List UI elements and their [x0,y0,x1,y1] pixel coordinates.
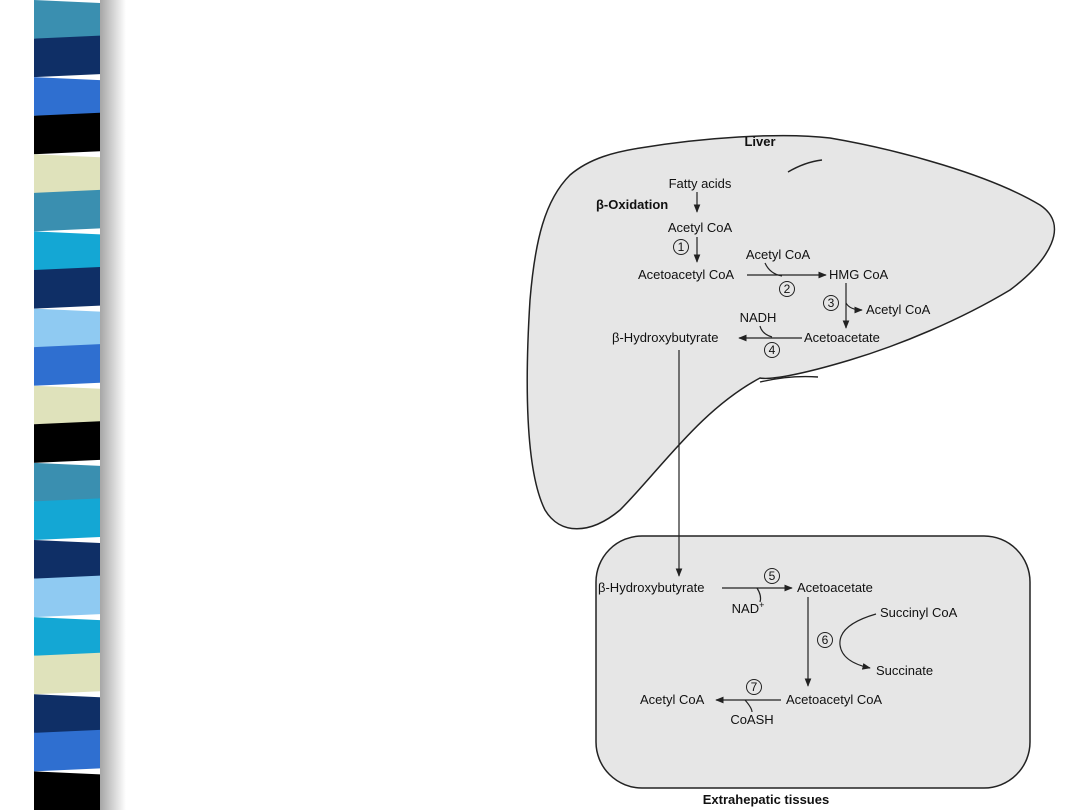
nad-label: NAD+ [732,600,765,616]
acetyl-coa-label-tissue: Acetyl CoA [640,692,705,707]
stripe-segment [34,540,100,582]
step-2-badge [779,281,795,297]
liver-shape [526,134,1056,530]
extrahepatic-title: Extrahepatic tissues [703,792,829,807]
stripe-segment [34,267,100,309]
stripe-segment [34,652,100,695]
stripe-segment [34,694,100,736]
liver-title: Liver [744,134,775,149]
stripe-segment [34,385,100,428]
stripe-segment [34,617,100,659]
step-6-badge [817,632,833,648]
stripe-segment [34,344,100,386]
stripe-segment [34,771,100,810]
stripe-segment [34,498,100,540]
stripe-segment [34,77,100,119]
beta-oxidation-label: β-Oxidation [596,197,668,212]
step-4-badge [764,342,780,358]
stripe-segment [34,35,100,78]
stripe-segment [34,729,100,772]
step-5-number: 5 [769,569,776,583]
stripe-segment [34,308,100,351]
stripe-segment [34,462,100,505]
step-7-badge [746,679,762,695]
step-7-number: 7 [751,680,758,694]
extrahepatic-box [595,535,1031,789]
stripe-segment [34,112,100,155]
succinate-label: Succinate [876,663,933,678]
step-2-number: 2 [784,282,791,296]
stripe-segment [34,421,100,463]
step-5-badge [764,568,780,584]
succinyl-coa-label: Succinyl CoA [880,605,958,620]
step-4-number: 4 [769,343,776,357]
stripe-segment [34,575,100,618]
hydroxybutyrate-label-liver: β-Hydroxybutyrate [612,330,718,345]
step-6-number: 6 [822,633,829,647]
acetoacetyl-coa-label-tissue: Acetoacetyl CoA [786,692,882,707]
step-3-badge [823,295,839,311]
hydroxybutyrate-label-tissue: β-Hydroxybutyrate [598,580,704,595]
step-1-badge [673,239,689,255]
step-1-number: 1 [678,240,685,254]
coash-label: CoASH [730,712,773,727]
fatty-acids-label: Fatty acids [669,176,732,191]
acetyl-coa-label-2: Acetyl CoA [746,247,811,262]
step-3-number: 3 [828,296,835,310]
acetoacetate-label-tissue: Acetoacetate [797,580,873,595]
stripe-segment [34,154,100,196]
decorative-stripe-bar [34,0,126,810]
hmg-coa-label: HMG CoA [829,267,889,282]
acetoacetyl-coa-label: Acetoacetyl CoA [638,267,734,282]
acetoacetate-label-liver: Acetoacetate [804,330,880,345]
acetyl-coa-label-3: Acetyl CoA [866,302,931,317]
acetyl-coa-label-1: Acetyl CoA [668,220,733,235]
stripe-segment [34,231,100,273]
stripe-segment [34,0,100,42]
nadh-label: NADH [740,310,777,325]
stripe-segment [34,189,100,232]
